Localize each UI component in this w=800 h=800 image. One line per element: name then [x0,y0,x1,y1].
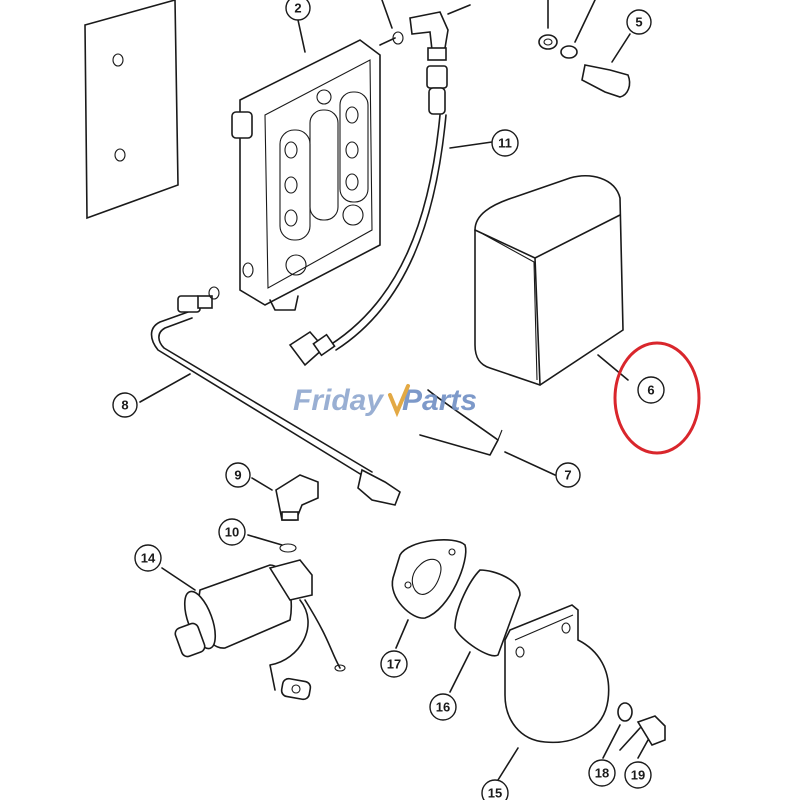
callout-7: 7 [555,462,581,488]
solenoid-14 [174,559,346,701]
clip-7 [419,389,503,456]
callout-label-14: 14 [141,551,156,566]
callout-11: 11 [491,129,519,157]
control-module [231,31,404,311]
callout-5: 5 [626,9,652,35]
callout-label-18: 18 [595,766,609,781]
callout-label-7: 7 [564,468,571,483]
highlight-ring [613,341,701,455]
callout-label-5: 5 [635,15,642,30]
callout-8: 8 [112,392,138,418]
callout-15: 15 [481,779,509,800]
elbow-fitting-9 [275,474,319,553]
callout-18: 18 [588,759,616,787]
callout-label-9: 9 [234,468,241,483]
leader-lines [139,0,649,781]
callout-label-16: 16 [436,700,450,715]
callout-label-19: 19 [631,768,645,783]
callout-6: 6 [637,376,665,404]
pipe-11 [288,65,448,367]
callout-label-15: 15 [488,786,502,800]
callout-14: 14 [134,544,162,572]
mounting-plate [84,0,179,220]
callout-10: 10 [218,518,246,546]
callout-label-2: 2 [294,1,301,16]
pipe-8 [150,286,401,506]
watermark-swoosh-icon [388,384,410,418]
callout-label-10: 10 [225,525,239,540]
callout-label-17: 17 [387,657,401,672]
watermark-logo: Friday Parts [293,384,477,418]
elbow-fitting-top [409,4,471,61]
callout-label-6: 6 [647,383,654,398]
watermark-text-b: Parts [402,384,477,417]
callout-16: 16 [429,693,457,721]
washers-and-bolts [538,34,666,751]
callout-17: 17 [380,650,408,678]
plate-16 [454,569,521,657]
gasket-17 [391,539,467,619]
callout-label-11: 11 [498,136,512,151]
callout-19: 19 [624,761,652,789]
callout-2: 2 [285,0,311,21]
bracket-15 [504,604,610,744]
watermark-text-a: Friday [293,384,384,417]
cover-box [474,175,624,386]
callout-9: 9 [225,462,251,488]
callout-label-8: 8 [121,398,128,413]
